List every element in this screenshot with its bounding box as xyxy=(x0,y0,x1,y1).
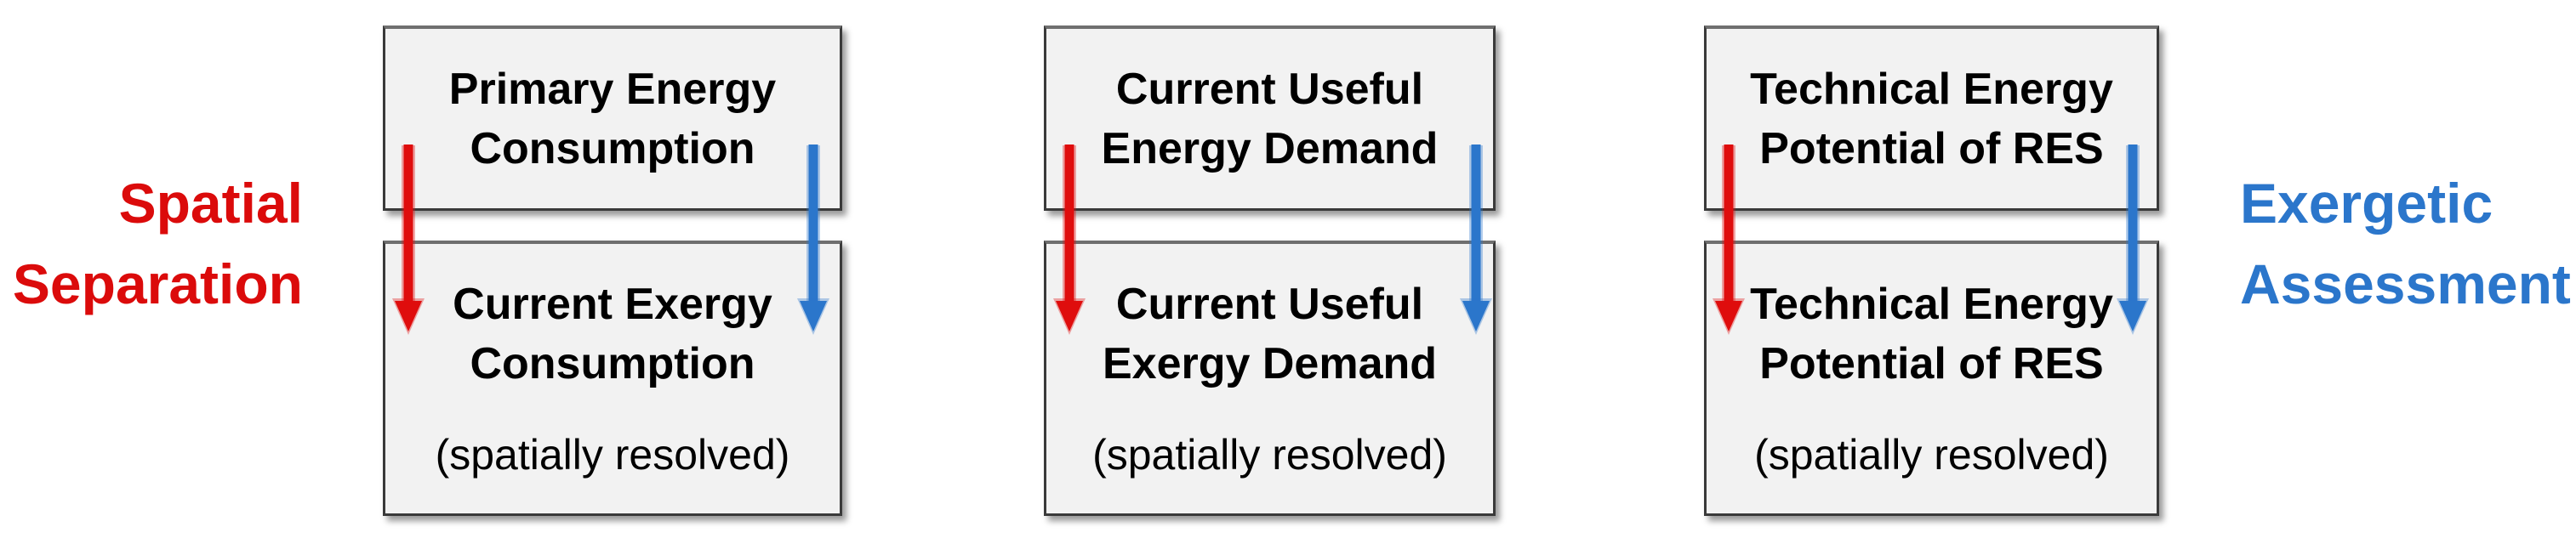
spatial-separation-line1: Spatial xyxy=(118,172,303,235)
col2-bottom-box: Current Useful Exergy Demand (spatially … xyxy=(1044,241,1496,516)
col1-bottom-box: Current Exergy Consumption (spatially re… xyxy=(383,241,842,516)
col1-top-title: Primary Energy Consumption xyxy=(449,60,776,178)
col2-bottom-title: Current Useful Exergy Demand xyxy=(1103,275,1437,394)
col2-top-title: Current Useful Energy Demand xyxy=(1102,60,1439,178)
red-down-arrow-icon xyxy=(392,144,425,335)
red-down-arrow-icon xyxy=(1053,144,1086,335)
col3-top-line2: Potential of RES xyxy=(1759,123,2104,173)
col2-top-line1: Current Useful xyxy=(1115,64,1424,114)
col3-top-title: Technical Energy Potential of RES xyxy=(1750,60,2113,178)
blue-down-arrow-icon xyxy=(797,144,829,335)
spatial-separation-line2: Separation xyxy=(12,252,303,315)
col3-top-line1: Technical Energy xyxy=(1750,64,2113,114)
exergetic-assessment-label: Exergetic Assessment xyxy=(2240,163,2571,325)
blue-down-arrow-icon xyxy=(2117,144,2149,335)
col3-bottom-note: (spatially resolved) xyxy=(1754,430,2109,479)
col3-top-box: Technical Energy Potential of RES xyxy=(1704,26,2159,211)
col2-bottom-note: (spatially resolved) xyxy=(1092,430,1447,479)
col1-bottom-note: (spatially resolved) xyxy=(435,430,790,479)
col1-bottom-title: Current Exergy Consumption xyxy=(453,275,772,394)
col3-bottom-line2: Potential of RES xyxy=(1759,338,2104,388)
col2-bottom-line1: Current Useful xyxy=(1115,279,1424,329)
col1-bottom-line2: Consumption xyxy=(470,338,755,388)
exergetic-assessment-line2: Assessment xyxy=(2240,252,2571,315)
col2-top-box: Current Useful Energy Demand xyxy=(1044,26,1496,211)
red-down-arrow-icon xyxy=(1713,144,1745,335)
exergetic-assessment-line1: Exergetic xyxy=(2240,172,2493,235)
col1-top-line1: Primary Energy xyxy=(448,64,777,114)
col2-top-line2: Energy Demand xyxy=(1101,123,1439,173)
col3-bottom-title: Technical Energy Potential of RES xyxy=(1750,275,2113,394)
col1-top-box: Primary Energy Consumption xyxy=(383,26,842,211)
col3-bottom-box: Technical Energy Potential of RES (spati… xyxy=(1704,241,2159,516)
spatial-separation-label: Spatial Separation xyxy=(0,163,303,325)
col3-bottom-line1: Technical Energy xyxy=(1750,279,2113,329)
col1-top-line2: Consumption xyxy=(470,123,755,173)
col1-bottom-line1: Current Exergy xyxy=(453,279,772,329)
col2-bottom-line2: Exergy Demand xyxy=(1102,338,1438,388)
blue-down-arrow-icon xyxy=(1460,144,1492,335)
